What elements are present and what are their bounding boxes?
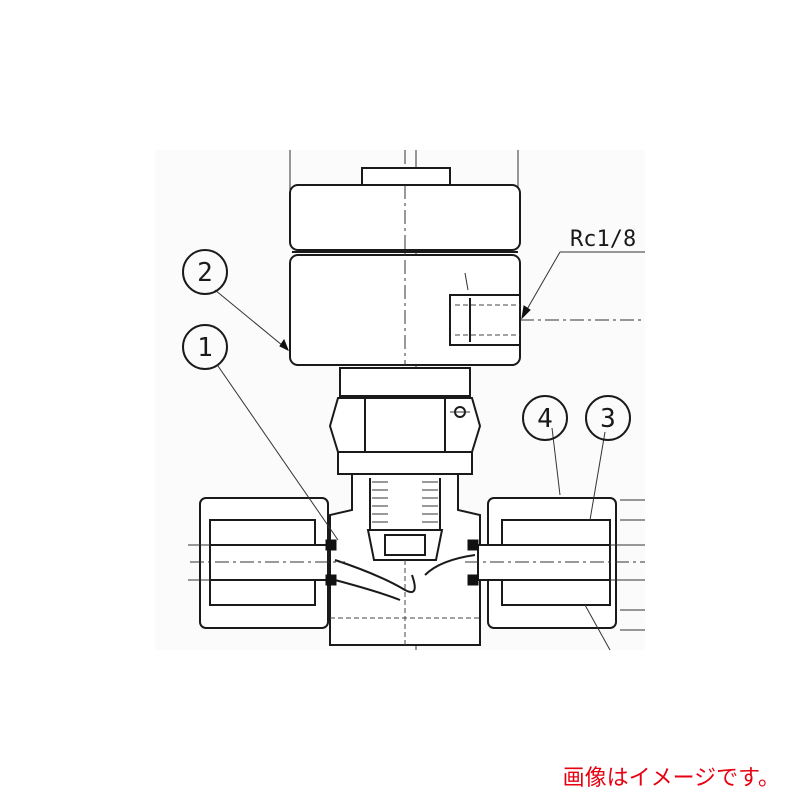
- balloon-1: 1: [182, 324, 228, 370]
- balloon-4-label: 4: [537, 404, 553, 434]
- image-caption: 画像はイメージです。: [562, 766, 780, 791]
- balloon-3-label: 3: [600, 404, 616, 434]
- valve-body: [329, 473, 481, 646]
- hex-nut: [328, 367, 482, 475]
- rc-callout: Rc1/8: [570, 227, 636, 252]
- right-fitting: [465, 497, 645, 629]
- balloon-1-label: 1: [197, 333, 213, 363]
- rc-port: [449, 272, 521, 346]
- bellows: [369, 478, 441, 530]
- balloon-2-label: 2: [197, 258, 213, 288]
- left-fitting: [188, 497, 345, 629]
- balloon-3: 3: [585, 395, 631, 441]
- balloon-2: 2: [182, 249, 228, 295]
- leader-lines: [214, 251, 645, 651]
- balloon-4: 4: [522, 395, 568, 441]
